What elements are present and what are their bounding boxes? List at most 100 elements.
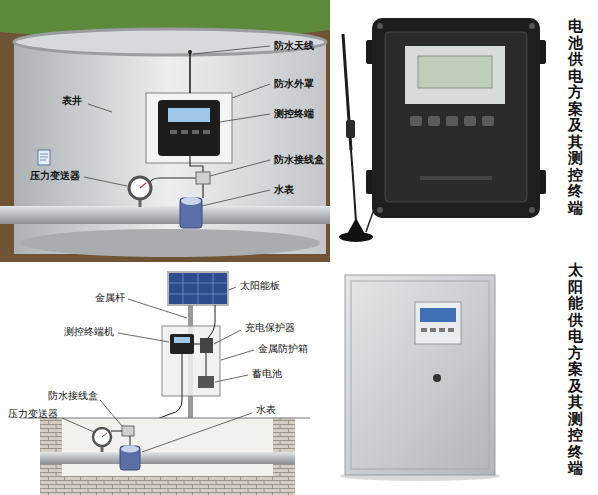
pressure-transmitter-icon <box>40 154 48 160</box>
junction-box <box>130 436 131 446</box>
callout-label: 充电保护器 <box>245 322 295 334</box>
battery <box>198 376 214 388</box>
antenna-photo <box>339 232 373 242</box>
terminal-device <box>170 130 177 134</box>
callout-label: 防水接线盒 <box>274 154 324 166</box>
terminal-device-photo <box>405 46 505 104</box>
terminal-device-photo <box>418 56 492 88</box>
callout-label: 测控终端机 <box>64 326 114 338</box>
signal-wire <box>190 156 203 172</box>
wiring <box>134 354 182 428</box>
metal-protection-box <box>162 326 220 396</box>
brick-well <box>20 418 310 495</box>
terminal-device-photo <box>420 176 492 180</box>
vertical-caption: 太阳能供电方案及其测控终端 <box>568 262 583 477</box>
terminal-device-photo <box>385 32 527 202</box>
cabinet-photo <box>340 275 500 481</box>
callout-label: 金属杆 <box>95 292 125 304</box>
cabinet-photo <box>433 374 441 382</box>
callout-label: 压力变送器 <box>30 170 80 182</box>
antenna <box>188 50 192 93</box>
terminal-device-photo <box>464 116 476 126</box>
leader-line <box>62 418 94 432</box>
antenna <box>189 52 191 93</box>
signal-wire <box>150 156 203 198</box>
solar-panel <box>168 272 228 305</box>
wiring <box>134 305 215 428</box>
leader-line <box>100 400 122 426</box>
callout-label: 防水外罩 <box>274 78 314 90</box>
water-meter <box>180 197 202 228</box>
terminal-device <box>158 100 220 156</box>
water-meter <box>181 197 201 205</box>
terminal-device-photo <box>377 207 383 213</box>
leader-line <box>232 84 270 98</box>
terminal-device <box>158 100 220 156</box>
terminal-device <box>203 130 210 134</box>
terminal-device-photo <box>482 116 494 126</box>
leader-line <box>84 46 270 206</box>
leader-line <box>202 190 270 206</box>
leader-line <box>214 330 241 344</box>
leader-line <box>84 177 127 186</box>
cabinet-photo <box>421 328 427 332</box>
terminal-device-photo <box>366 18 546 218</box>
cabinet-photo <box>415 302 461 344</box>
cabinet-photo <box>345 275 495 475</box>
callout-label: 防水天线 <box>274 40 314 52</box>
well-rim <box>14 29 326 55</box>
terminal-device-photo <box>529 207 535 213</box>
terminal-device-photo <box>428 116 440 126</box>
junction-box <box>196 172 210 184</box>
terminal-device-photo <box>410 116 422 126</box>
leader-line <box>128 299 187 318</box>
pressure-gauge <box>93 428 111 452</box>
callout-label: 压力变送器 <box>8 408 58 420</box>
brick-well <box>40 418 295 495</box>
wiring <box>208 305 215 338</box>
callout-label: 太阳能板 <box>240 280 280 292</box>
charge-protector <box>200 338 213 353</box>
wiring <box>194 344 200 345</box>
water-meter <box>180 198 202 228</box>
terminal-device <box>181 130 188 134</box>
pressure-gauge <box>129 177 151 199</box>
callout-label: 金属防护箱 <box>258 343 308 355</box>
callout-label: 防水接线盒 <box>48 390 98 402</box>
cabinet-photo <box>439 328 445 332</box>
well-floor <box>20 229 320 257</box>
leader-line <box>142 413 252 452</box>
meter-well-scene <box>0 0 330 262</box>
junction-box <box>122 426 134 436</box>
cabinet-photo <box>430 328 436 332</box>
metal-protection-box <box>162 326 220 396</box>
leader-line <box>215 375 248 382</box>
antenna-photo <box>346 120 355 138</box>
charge-protector <box>200 338 213 353</box>
water-meter <box>120 446 140 471</box>
terminal-device-photo <box>446 116 458 126</box>
junction-box <box>196 172 210 184</box>
junction-box <box>111 431 122 432</box>
water-pipe <box>40 452 295 464</box>
terminal-device-photo <box>377 23 383 29</box>
pressure-gauge <box>129 177 151 207</box>
vertical-caption: 电池供电方案及其测控终端 <box>568 18 583 216</box>
callout-label: 水表 <box>256 404 276 416</box>
junction-box <box>111 426 134 446</box>
leader-line <box>62 287 254 452</box>
cabinet-photo <box>351 281 489 469</box>
antenna-photo <box>351 150 356 222</box>
terminal-unit <box>174 337 190 343</box>
solar-panel <box>168 272 228 305</box>
pressure-gauge <box>93 428 111 446</box>
water-meter <box>120 446 140 470</box>
brick-well <box>62 418 273 476</box>
pressure-transmitter-icon <box>38 150 50 165</box>
pressure-gauge <box>140 183 146 188</box>
terminal-device <box>168 108 210 122</box>
terminal-unit <box>170 334 194 354</box>
leader-line <box>88 104 112 112</box>
leader-line <box>118 333 169 342</box>
